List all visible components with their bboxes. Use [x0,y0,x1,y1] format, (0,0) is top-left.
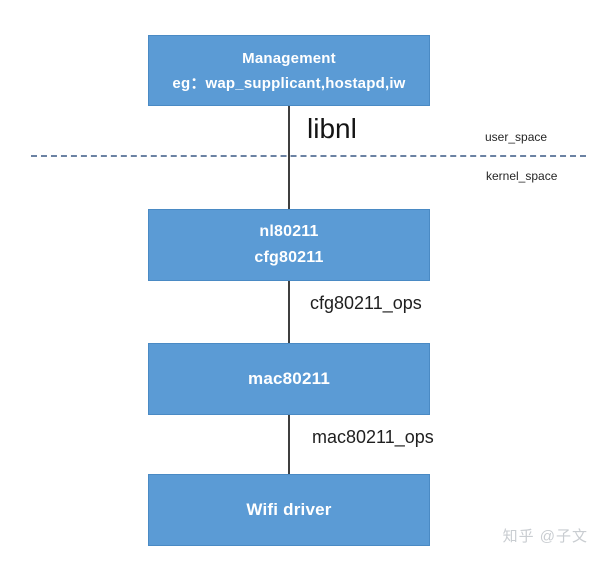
label-libnl: libnl [307,113,357,144]
label-kernel-space: kernel_space [486,169,558,183]
box-mac80211-line1: mac80211 [248,369,330,388]
box-nl80211-cfg80211: nl80211 cfg80211 [148,209,430,281]
box-management-title: Management [242,49,336,67]
box-wifi-driver-line1: Wifi driver [246,500,332,519]
zhihu-watermark: 知乎 @子文 [502,528,588,545]
box-nl80211-line1: nl80211 [259,223,319,240]
userspace-kernelspace-divider [31,155,586,157]
label-user-space: user_space [485,130,548,144]
box-management: Management eg：wap_supplicant,hostapd,iw [148,35,430,106]
box-nl80211-line2: cfg80211 [254,249,324,266]
connector-management-to-nl80211 [288,106,290,209]
box-wifi-driver: Wifi driver [148,474,430,546]
box-management-subtitle: eg：wap_supplicant,hostapd,iw [172,74,406,92]
connector-nl80211-to-mac80211 [288,281,290,343]
box-mac80211: mac80211 [148,343,430,415]
label-cfg80211-ops: cfg80211_ops [310,293,422,313]
label-mac80211-ops: mac80211_ops [312,427,434,447]
connector-mac80211-to-wifi-driver [288,415,290,474]
